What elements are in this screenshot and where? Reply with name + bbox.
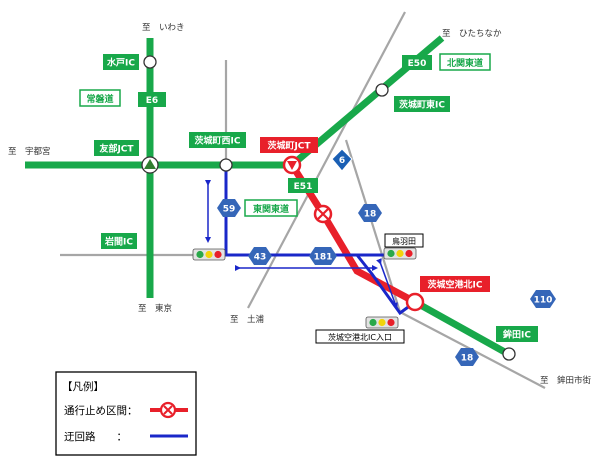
legend-title: 【凡例】	[62, 380, 104, 393]
label-ibarakimachi-nishi-ic: 茨城町西IC	[189, 132, 246, 148]
label-ibaraki-kuko-kita-ic: 茨城空港北IC	[420, 276, 490, 292]
label-higashikanto: 東関東道	[244, 199, 298, 217]
legend: 【凡例】 通行止め区間： 迂回路 ：	[55, 371, 197, 456]
label-kuko-kita-entrance: 茨城空港北IC入口	[315, 329, 405, 344]
detour-arrows	[205, 180, 398, 309]
legend-closure-label: 通行止め区間：	[64, 404, 138, 417]
label-tomobe-jct: 友部JCT	[94, 140, 139, 156]
route-18-south-label: 18	[461, 354, 474, 364]
route-18-north-label: 18	[364, 210, 377, 220]
route-hex-59: 59	[217, 199, 241, 217]
higashikanto-expressway	[413, 298, 512, 359]
mito-ic-node	[143, 55, 157, 69]
ibarakimachi-nishi-ic-node	[219, 158, 233, 172]
label-ibarakimachi-higashi-ic: 茨城町東IC	[394, 96, 450, 112]
kitakanto-label: 北関東道	[447, 57, 483, 69]
e50-label: E50	[408, 59, 427, 69]
ibarakimachi-higashi-ic-node	[375, 83, 389, 97]
kuko-kita-entrance-label: 茨城空港北IC入口	[328, 332, 392, 342]
direction-tokyo: 至 東京	[138, 303, 172, 314]
e51-label: E51	[294, 182, 313, 192]
ibarakimachi-jct-label: 茨城町JCT	[267, 140, 311, 152]
label-e50: E50	[402, 55, 432, 70]
route-hex-181: 181	[309, 247, 337, 265]
route-hex-43: 43	[248, 247, 272, 265]
national-route-6-shield: 6	[331, 148, 353, 172]
label-e6: E6	[138, 92, 166, 107]
label-ibarakimachi-jct: 茨城町JCT	[260, 137, 318, 153]
route-hex-18-north: 18	[358, 204, 382, 222]
label-kitakanto: 北関東道	[439, 53, 491, 71]
label-iwama-ic: 岩間IC	[101, 233, 137, 249]
ibarakimachi-nishi-ic-label: 茨城町西IC	[195, 135, 241, 147]
hokota-ic-label: 鉾田IC	[503, 329, 531, 341]
iwama-ic-label: 岩間IC	[104, 236, 133, 248]
ibarakimachi-higashi-ic-label: 茨城町東IC	[399, 99, 445, 111]
direction-hokota: 至 鉾田市街	[540, 375, 592, 386]
traffic-signal-toriwada	[383, 247, 417, 260]
label-mito-ic: 水戸IC	[103, 54, 139, 70]
label-joban: 常磐道	[79, 89, 121, 107]
traffic-signal-airport-entrance	[365, 316, 399, 329]
tomobe-jct-label: 友部JCT	[99, 143, 134, 155]
route-110-label: 110	[534, 296, 553, 306]
traffic-signal-iwama	[192, 248, 226, 261]
direction-tsuchiura: 至 土浦	[230, 314, 265, 325]
toriwada-label: 鳥羽田	[392, 236, 416, 246]
legend-closure-x2	[163, 405, 173, 415]
label-hokota-ic: 鉾田IC	[496, 326, 538, 342]
route-181-label: 181	[314, 253, 333, 263]
mito-ic-label: 水戸IC	[107, 57, 135, 69]
e6-label: E6	[146, 96, 158, 106]
higashikanto-label: 東関東道	[253, 203, 289, 215]
direction-utsunomiya: 至 宇都宮	[8, 146, 51, 157]
ibaraki-kuko-kita-ic-node	[405, 292, 425, 312]
legend-detour-label: 迂回路 ：	[64, 430, 127, 443]
route-hex-18-south: 18	[455, 348, 479, 366]
ic-nodes	[141, 55, 516, 361]
route-59-label: 59	[223, 205, 236, 215]
route-43-label: 43	[254, 253, 267, 263]
label-toriwada: 鳥羽田	[384, 233, 424, 248]
detour-arrow-diagonal	[376, 258, 398, 309]
direction-iwaki: 至 いわき	[142, 23, 185, 33]
direction-hitachinaka: 至 ひたちなか	[442, 29, 502, 39]
ibarakimachi-jct-triangle	[287, 161, 297, 170]
expressways	[25, 35, 512, 359]
hokota-ic-node	[502, 347, 516, 361]
joban-label: 常磐道	[86, 93, 113, 105]
closure-marker-x2	[317, 208, 329, 220]
tomobe-jct-triangle	[144, 159, 156, 169]
ibaraki-kuko-kita-ic-label: 茨城空港北IC	[428, 279, 483, 291]
local-road-tsuchiura	[247, 11, 406, 309]
route-hex-110: 110	[530, 290, 556, 308]
label-e51: E51	[288, 178, 318, 193]
route-6-label: 6	[339, 156, 345, 166]
